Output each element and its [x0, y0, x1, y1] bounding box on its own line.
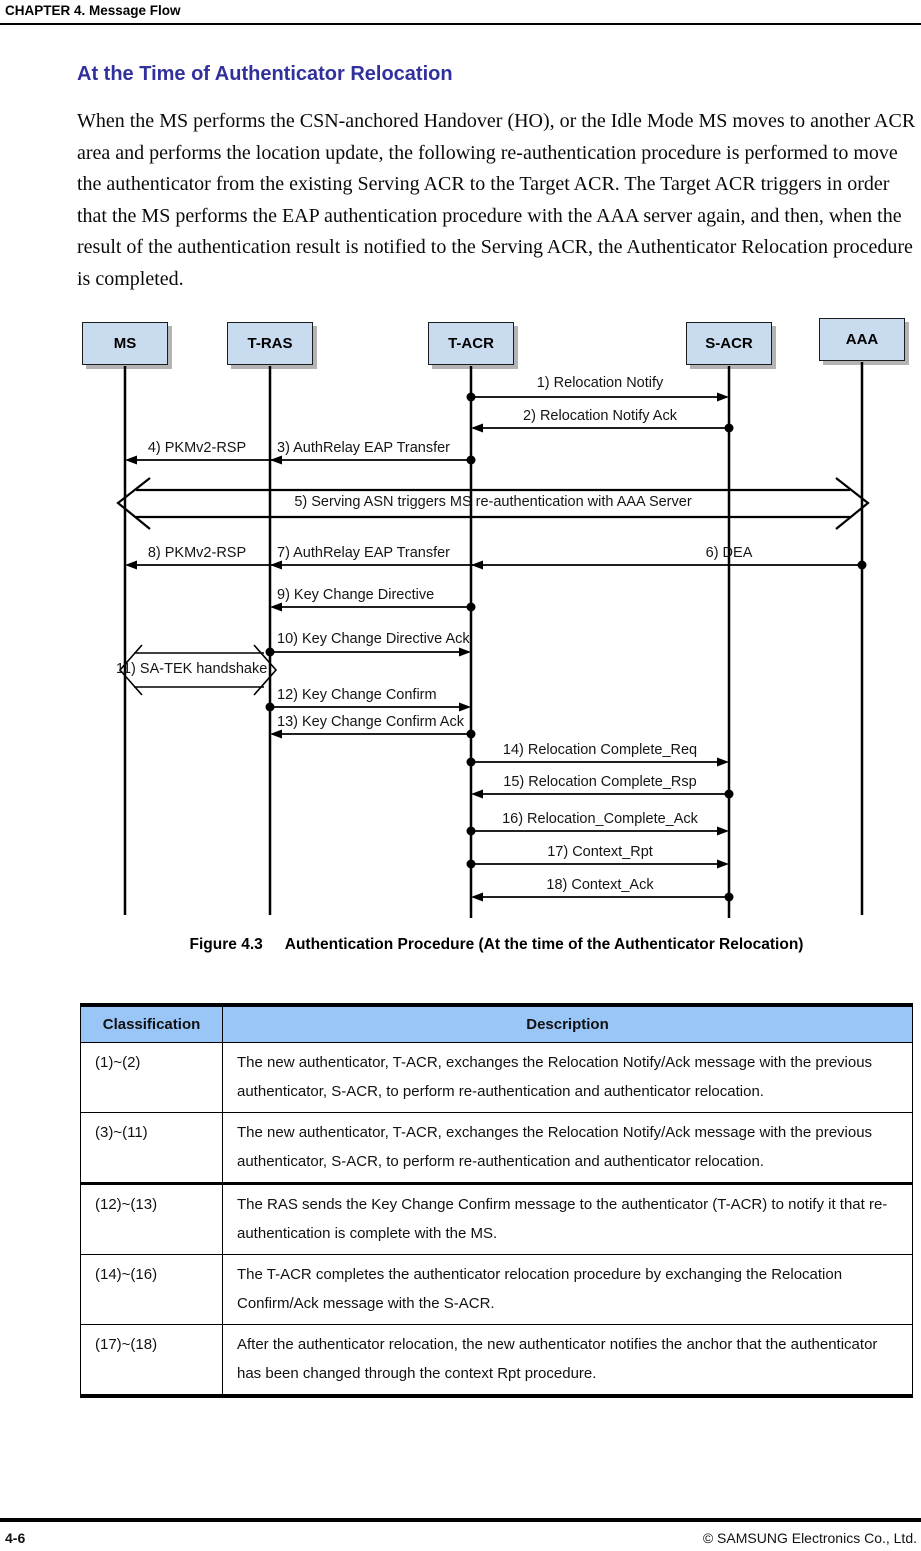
arrow-3-4 — [125, 455, 476, 465]
description-cell: The new authenticator, T-ACR, exchanges … — [222, 1041, 913, 1113]
classification-table: Classification Description (1)~(2) The n… — [80, 1003, 913, 1398]
description-cell: The RAS sends the Key Change Confirm mes… — [222, 1181, 913, 1255]
description-cell: After the authenticator relocation, the … — [222, 1323, 913, 1396]
entity-box-t-ras: T-RAS — [227, 322, 313, 365]
classification-cell: (12)~(13) — [80, 1181, 223, 1255]
description-cell: The new authenticator, T-ACR, exchanges … — [222, 1111, 913, 1184]
chapter-header: CHAPTER 4. Message Flow — [5, 3, 181, 18]
sequence-diagram: MS T-RAS T-ACR S-ACR AAA — [0, 315, 921, 927]
message-label-4: 4) PKMv2-RSP — [147, 440, 247, 456]
arrow-18 — [471, 892, 734, 902]
arrow-6-7-8 — [125, 560, 867, 570]
table-header-row: Classification Description — [80, 1005, 913, 1043]
classification-cell: (3)~(11) — [80, 1111, 223, 1184]
classification-cell: (14)~(16) — [80, 1253, 223, 1325]
message-label-1: 1) Relocation Notify — [536, 375, 664, 391]
message-label-7: 7) AuthRelay EAP Transfer — [277, 545, 451, 561]
message-label-5: 5) Serving ASN triggers MS re-authentica… — [294, 494, 692, 510]
table-row: (1)~(2) The new authenticator, T-ACR, ex… — [80, 1041, 913, 1113]
message-label-9: 9) Key Change Directive — [277, 587, 435, 603]
message-label-17: 17) Context_Rpt — [547, 844, 653, 860]
entity-box-ms: MS — [82, 322, 168, 365]
classification-cell: (1)~(2) — [80, 1041, 223, 1113]
arrow-11-handshake — [118, 644, 278, 696]
message-label-13: 13) Key Change Confirm Ack — [277, 714, 464, 730]
entity-box-t-acr: T-ACR — [428, 322, 514, 365]
arrow-17 — [466, 859, 729, 869]
entity-label: T-ACR — [448, 335, 494, 352]
arrow-9 — [270, 602, 476, 612]
arrow-14 — [466, 757, 729, 767]
table-row: (12)~(13) The RAS sends the Key Change C… — [80, 1181, 913, 1255]
entity-label: MS — [113, 335, 137, 352]
figure-caption-text: Authentication Procedure (At the time of… — [284, 936, 804, 953]
arrow-15 — [471, 789, 734, 799]
figure-caption-number: Figure 4.3 — [189, 936, 263, 953]
message-label-15: 15) Relocation Complete_Rsp — [503, 774, 697, 790]
copyright-text: © SAMSUNG Electronics Co., Ltd. — [702, 1530, 917, 1546]
message-label-8: 8) PKMv2-RSP — [147, 545, 247, 561]
entity-box-s-acr: S-ACR — [686, 322, 772, 365]
header-rule — [0, 23, 921, 25]
table-row: (14)~(16) The T-ACR completes the authen… — [80, 1253, 913, 1325]
arrow-10 — [265, 647, 471, 657]
column-header-classification: Classification — [80, 1005, 223, 1043]
table-row: (17)~(18) After the authenticator reloca… — [80, 1323, 913, 1396]
message-label-18: 18) Context_Ack — [546, 877, 654, 893]
arrow-1 — [466, 392, 729, 402]
arrow-12 — [265, 702, 471, 712]
column-header-description: Description — [222, 1005, 913, 1043]
entity-label: T-RAS — [247, 335, 293, 352]
message-label-11: 11) SA-TEK handshake — [116, 661, 268, 677]
message-label-3: 3) AuthRelay EAP Transfer — [277, 440, 451, 456]
arrow-5-block — [116, 477, 870, 530]
entity-box-aaa: AAA — [819, 318, 905, 361]
entity-label: AAA — [845, 331, 879, 348]
message-label-2: 2) Relocation Notify Ack — [523, 408, 677, 424]
message-label-16: 16) Relocation_Complete_Ack — [502, 811, 698, 827]
figure-caption: Figure 4.3 Authentication Procedure (At t… — [80, 936, 913, 954]
message-label-10: 10) Key Change Directive Ack — [277, 631, 470, 647]
arrow-13 — [270, 729, 476, 739]
arrow-16 — [466, 826, 729, 836]
message-label-6: 6) DEA — [705, 545, 753, 561]
sequence-arrows — [116, 362, 870, 918]
description-cell: The T-ACR completes the authenticator re… — [222, 1253, 913, 1325]
page-number: 4-6 — [5, 1530, 26, 1546]
message-label-14: 14) Relocation Complete_Req — [502, 742, 698, 758]
footer-rule — [0, 1518, 921, 1522]
classification-cell: (17)~(18) — [80, 1323, 223, 1396]
table-row: (3)~(11) The new authenticator, T-ACR, e… — [80, 1111, 913, 1184]
entity-label: S-ACR — [705, 335, 753, 352]
section-title: At the Time of Authenticator Relocation — [77, 63, 453, 85]
message-label-12: 12) Key Change Confirm — [277, 687, 437, 703]
arrow-2 — [471, 423, 734, 433]
intro-paragraph: When the MS performs the CSN-anchored Ha… — [77, 110, 916, 290]
